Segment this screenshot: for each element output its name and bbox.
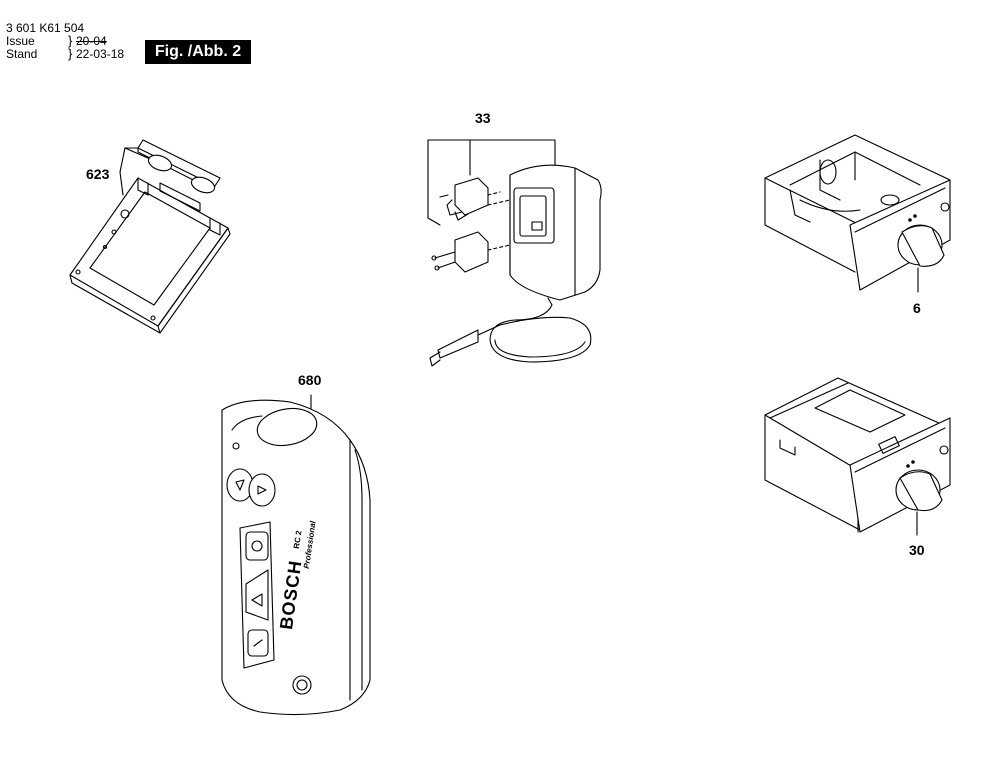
issue-value: 20-04 [76,34,107,48]
figure-label: Fig. /Abb. 2 [145,40,251,64]
callout-30: 30 [909,542,925,558]
stand-row: Stand } 22-03-18 [6,47,124,61]
charger-illustration [428,140,601,366]
callout-680: 680 [298,372,322,388]
battery-pack-illustration [765,378,950,535]
battery-compartment-illustration [765,135,950,292]
callout-623: 623 [86,166,110,182]
issue-label: Issue [6,34,35,48]
stand-value: 22-03-18 [76,47,125,61]
callout-6: 6 [913,300,921,316]
brace-icon: } [68,33,73,48]
stand-label: Stand [6,47,38,61]
brace-icon: } [68,46,73,61]
remote-holder-illustration [70,140,230,333]
issue-row: Issue } 20-04 [6,34,107,48]
callout-33: 33 [475,110,491,126]
remote-control-illustration [222,395,370,715]
part-number: 3 601 K61 504 [6,21,85,35]
